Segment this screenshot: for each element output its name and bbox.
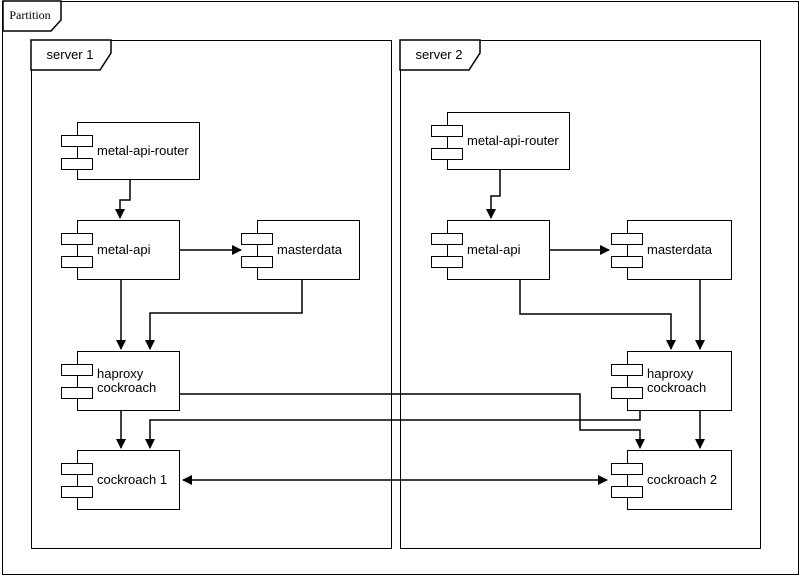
uml-component-tab-icon [431, 148, 463, 160]
server-2-frame-tab[interactable] [399, 39, 481, 71]
component-metal-api-router-server1[interactable]: metal-api-router [61, 122, 200, 180]
component-masterdata-server1[interactable]: masterdata [241, 220, 360, 280]
component-label: metal-api [97, 242, 151, 257]
uml-component-tab-icon [241, 256, 273, 268]
uml-component-tab-icon [61, 463, 93, 475]
component-label: metal-api-router [97, 143, 189, 158]
uml-component-tab-icon [241, 233, 273, 245]
uml-component-tab-icon [61, 364, 93, 376]
uml-component-tab-icon [611, 256, 643, 268]
uml-component-tab-icon [431, 256, 463, 268]
server-2-frame[interactable] [400, 40, 761, 549]
component-metal-api-server2[interactable]: metal-api [431, 220, 550, 280]
uml-component-tab-icon [61, 135, 93, 147]
partition-frame-tab[interactable] [2, 0, 62, 32]
component-label: haproxy cockroach [97, 366, 157, 395]
component-label: haproxy cockroach [647, 366, 707, 395]
uml-component-tab-icon [611, 463, 643, 475]
component-masterdata-server2[interactable]: masterdata [611, 220, 732, 280]
uml-component-tab-icon [431, 125, 463, 137]
connector-masterdata-to-haproxy-s1[interactable] [145, 280, 303, 350]
uml-component-tab-icon [611, 364, 643, 376]
component-haproxy-cockroach-server2[interactable]: haproxy cockroach [611, 351, 732, 411]
component-haproxy-cockroach-server1[interactable]: haproxy cockroach [61, 351, 180, 411]
component-label: metal-api [467, 242, 521, 257]
uml-component-tab-icon [611, 233, 643, 245]
component-cockroach-1-server1[interactable]: cockroach 1 [61, 450, 180, 510]
uml-component-tab-icon [61, 486, 93, 498]
uml-component-tab-icon [61, 256, 93, 268]
uml-component-tab-icon [431, 233, 463, 245]
connector-router-to-api-s1[interactable] [115, 180, 131, 219]
uml-component-tab-icon [611, 387, 643, 399]
component-label: cockroach 2 [647, 472, 718, 487]
server-1-frame-tab[interactable] [30, 39, 112, 71]
connector-haproxy-s2-to-cockroach1[interactable] [145, 411, 641, 449]
component-label: masterdata [647, 242, 713, 257]
component-cockroach-2-server2[interactable]: cockroach 2 [611, 450, 732, 510]
connector-haproxy-s1-to-cockroach2[interactable] [180, 393, 645, 449]
component-label: masterdata [277, 242, 343, 257]
component-metal-api-server1[interactable]: metal-api [61, 220, 180, 280]
uml-component-tab-icon [61, 158, 93, 170]
server-1-frame[interactable] [31, 40, 392, 549]
connector-router-to-api-s2[interactable] [486, 170, 501, 219]
uml-component-tab-icon [611, 486, 643, 498]
component-label: metal-api-router [467, 133, 559, 148]
component-label: cockroach 1 [97, 472, 168, 487]
uml-component-tab-icon [61, 387, 93, 399]
uml-component-tab-icon [61, 233, 93, 245]
connector-api-to-haproxy-s2[interactable] [519, 280, 676, 350]
component-metal-api-router-server2[interactable]: metal-api-router [431, 112, 570, 170]
